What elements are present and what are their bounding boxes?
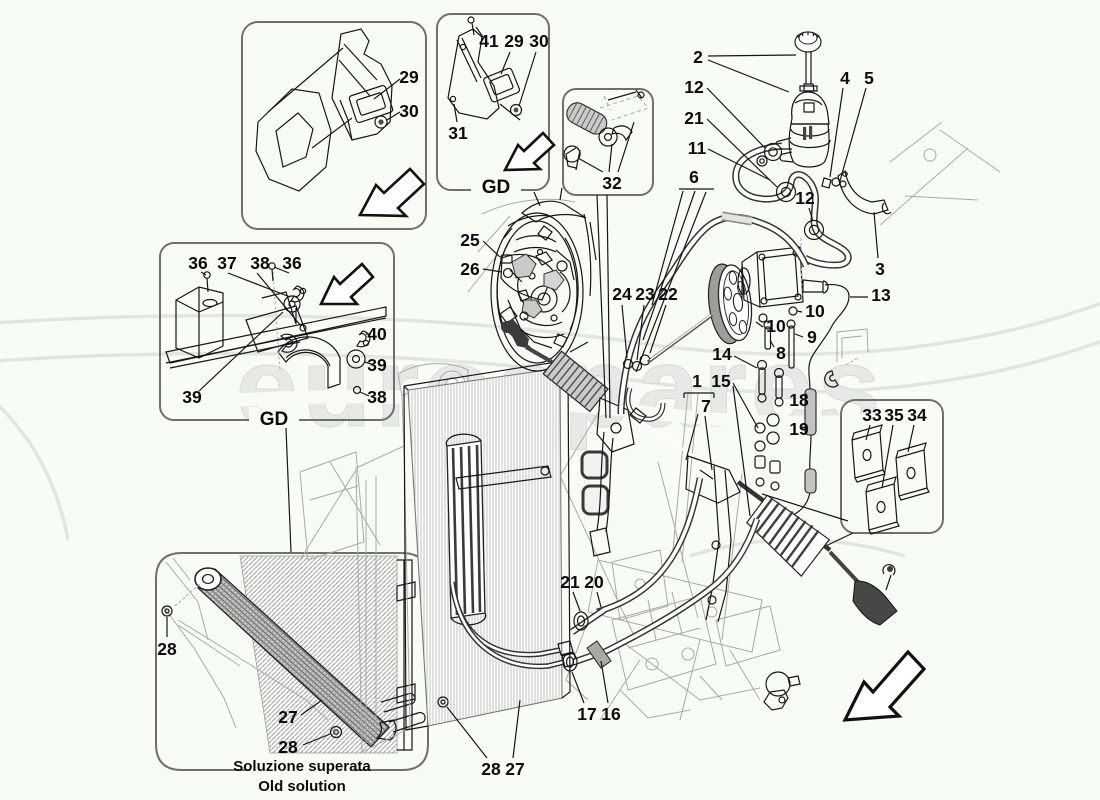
svg-text:12: 12 (684, 77, 704, 97)
svg-text:33: 33 (862, 405, 882, 425)
svg-text:7: 7 (701, 396, 711, 416)
svg-text:23: 23 (635, 284, 655, 304)
svg-text:22: 22 (658, 284, 678, 304)
svg-text:Soluzione superata: Soluzione superata (233, 758, 371, 775)
svg-text:20: 20 (584, 572, 604, 592)
svg-text:10: 10 (805, 301, 825, 321)
svg-text:19: 19 (789, 419, 809, 439)
svg-text:25: 25 (460, 230, 480, 250)
svg-text:36: 36 (188, 253, 208, 273)
svg-text:24: 24 (612, 284, 632, 304)
svg-text:28: 28 (278, 737, 298, 757)
svg-text:38: 38 (250, 253, 270, 273)
svg-text:13: 13 (871, 285, 891, 305)
svg-text:GD: GD (482, 177, 511, 198)
svg-text:29: 29 (399, 67, 419, 87)
svg-text:32: 32 (602, 173, 622, 193)
svg-text:34: 34 (907, 405, 927, 425)
svg-text:30: 30 (399, 101, 419, 121)
svg-text:14: 14 (712, 344, 732, 364)
svg-text:4: 4 (840, 68, 850, 88)
svg-text:16: 16 (601, 704, 621, 724)
svg-text:21: 21 (560, 572, 580, 592)
svg-text:15: 15 (711, 371, 731, 391)
svg-text:17: 17 (577, 704, 596, 724)
svg-text:40: 40 (367, 324, 387, 344)
svg-text:38: 38 (367, 387, 387, 407)
svg-text:5: 5 (864, 68, 874, 88)
svg-text:11: 11 (688, 138, 707, 158)
svg-text:2: 2 (693, 47, 703, 67)
svg-text:31: 31 (448, 123, 468, 143)
svg-text:3: 3 (875, 259, 885, 279)
svg-text:27: 27 (505, 759, 524, 779)
svg-text:18: 18 (789, 390, 809, 410)
svg-text:GD: GD (260, 409, 289, 430)
svg-text:37: 37 (217, 253, 236, 273)
svg-text:26: 26 (460, 259, 480, 279)
svg-text:28: 28 (481, 759, 501, 779)
svg-text:36: 36 (282, 253, 302, 273)
svg-text:35: 35 (884, 405, 904, 425)
svg-text:27: 27 (278, 707, 297, 727)
svg-text:1: 1 (692, 371, 702, 391)
svg-text:10: 10 (766, 316, 786, 336)
svg-text:39: 39 (367, 355, 387, 375)
svg-text:30: 30 (529, 31, 549, 51)
svg-text:6: 6 (689, 167, 699, 187)
svg-text:39: 39 (182, 387, 202, 407)
svg-text:21: 21 (684, 108, 704, 128)
svg-text:Old solution: Old solution (258, 778, 346, 795)
svg-text:41: 41 (479, 31, 499, 51)
svg-text:12: 12 (795, 188, 815, 208)
svg-text:28: 28 (157, 639, 177, 659)
svg-text:9: 9 (807, 327, 817, 347)
svg-text:29: 29 (504, 31, 524, 51)
svg-text:8: 8 (776, 343, 786, 363)
